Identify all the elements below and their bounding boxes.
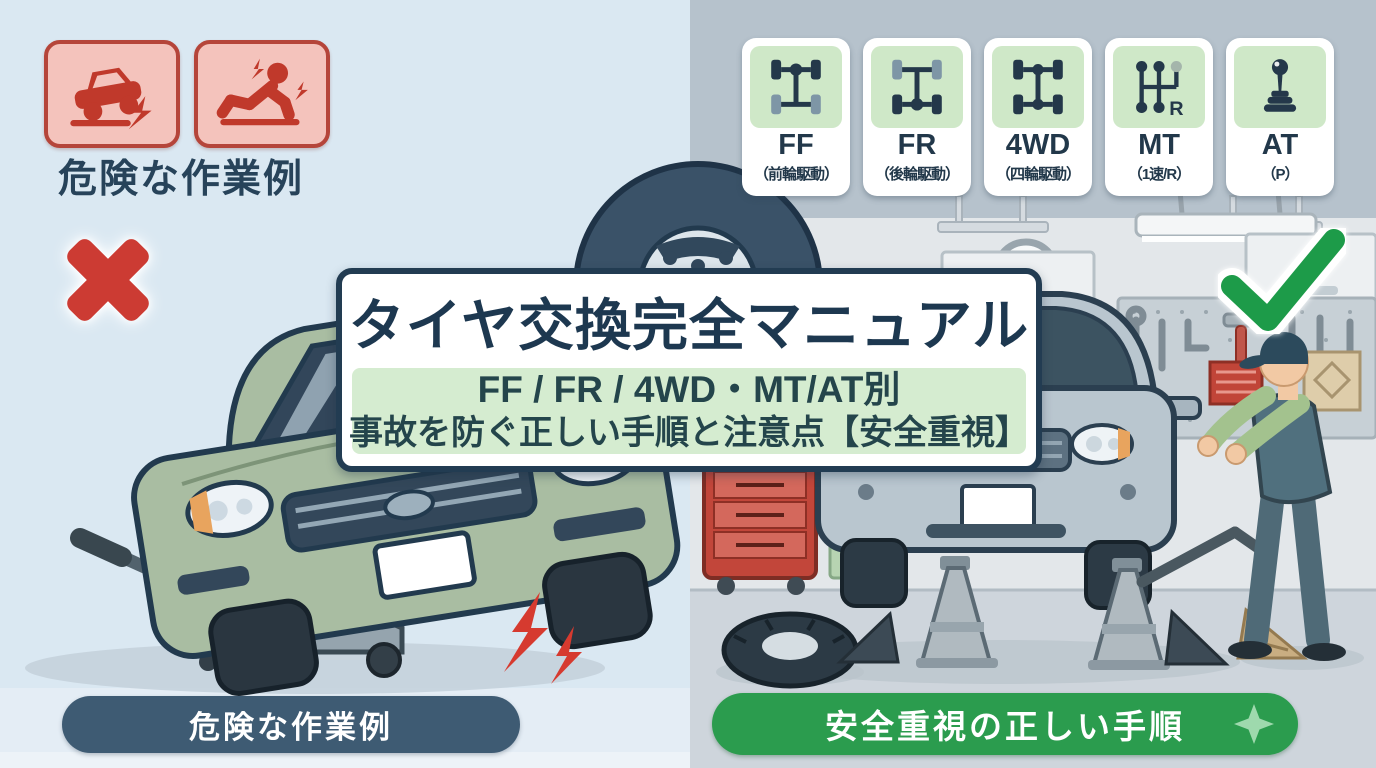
left-floor-strip (0, 752, 690, 768)
wheel-right (542, 551, 653, 650)
danger-label-text: 危険な作業例 (189, 710, 393, 745)
badge-label: 4WD (1005, 129, 1071, 161)
cap (1260, 332, 1308, 364)
jack-stands (916, 556, 1170, 670)
person-injury-icon (216, 58, 308, 126)
danger-pictogram-row (44, 40, 330, 148)
subtitle-line2: 事故を防ぐ正しい手順と注意点【安全重視】 (349, 413, 1029, 452)
x-mark-icon (67, 239, 149, 321)
lug-wrench (1136, 526, 1241, 588)
wheel-left (840, 538, 908, 608)
badge-label: MT (1138, 129, 1180, 161)
badge-fr: FR （後輪駆動） (863, 38, 971, 196)
sparkle-icon (1234, 704, 1274, 744)
4wd-chassis-icon (992, 46, 1084, 128)
spare-tire (721, 611, 859, 689)
parts-box (1302, 350, 1362, 412)
badge-at: AT （P） (1226, 38, 1334, 196)
mechanic (1136, 332, 1346, 661)
car-tip-accident-badge (44, 40, 180, 148)
emblem (383, 489, 435, 521)
safe-label-pill: 安全重視の正しい手順 (712, 693, 1298, 755)
badge-mt: R MT （1速/R） (1105, 38, 1213, 196)
at-shift-lever-icon (1234, 46, 1326, 128)
subtitle-box: FF / FR / 4WD・MT/AT別 事故を防ぐ正しい手順と注意点【安全重視… (349, 368, 1029, 454)
badge-sublabel: （前輪駆動） (753, 166, 839, 183)
wheel-left (208, 598, 319, 696)
badge-sublabel: （P） (1261, 166, 1299, 183)
car-tip-accident-icon (70, 67, 152, 130)
badge-label: FR (897, 129, 937, 161)
fr-chassis-icon (871, 46, 963, 128)
danger-label-pill: 危険な作業例 (62, 696, 520, 753)
badge-label: AT (1261, 129, 1299, 161)
check-mark-icon (1218, 228, 1346, 334)
main-title: タイヤ交換完全マニュアル (348, 293, 1030, 357)
badge-sublabel: （後輪駆動） (874, 166, 960, 183)
drivetrain-badge-row: FF （前輪駆動） FR （後輪駆動） (742, 38, 1334, 196)
ff-chassis-icon (750, 46, 842, 128)
badge-ff: FF （前輪駆動） (742, 38, 850, 196)
title-banner: タイヤ交換完全マニュアル FF / FR / 4WD・MT/AT別 事故を防ぐ正… (336, 268, 1042, 472)
safe-label-text: 安全重視の正しい手順 (825, 708, 1185, 745)
mt-r-label: R (1169, 98, 1183, 118)
badge-label: FF (778, 129, 814, 161)
mt-shift-pattern-icon: R (1113, 46, 1205, 128)
license-plate (372, 530, 477, 600)
hand (1197, 435, 1219, 457)
subtitle-line1: FF / FR / 4WD・MT/AT別 (477, 369, 901, 411)
hand (1225, 443, 1247, 465)
crash-spark-icon (504, 592, 582, 684)
badge-sublabel: （1速/R） (1127, 166, 1191, 183)
badge-sublabel: （四輪駆動） (995, 166, 1081, 183)
danger-heading: 危険な作業例 (58, 158, 305, 201)
badge-4wd: 4WD （四輪駆動） (984, 38, 1092, 196)
license-plate (960, 484, 1036, 532)
person-injury-badge (194, 40, 330, 148)
